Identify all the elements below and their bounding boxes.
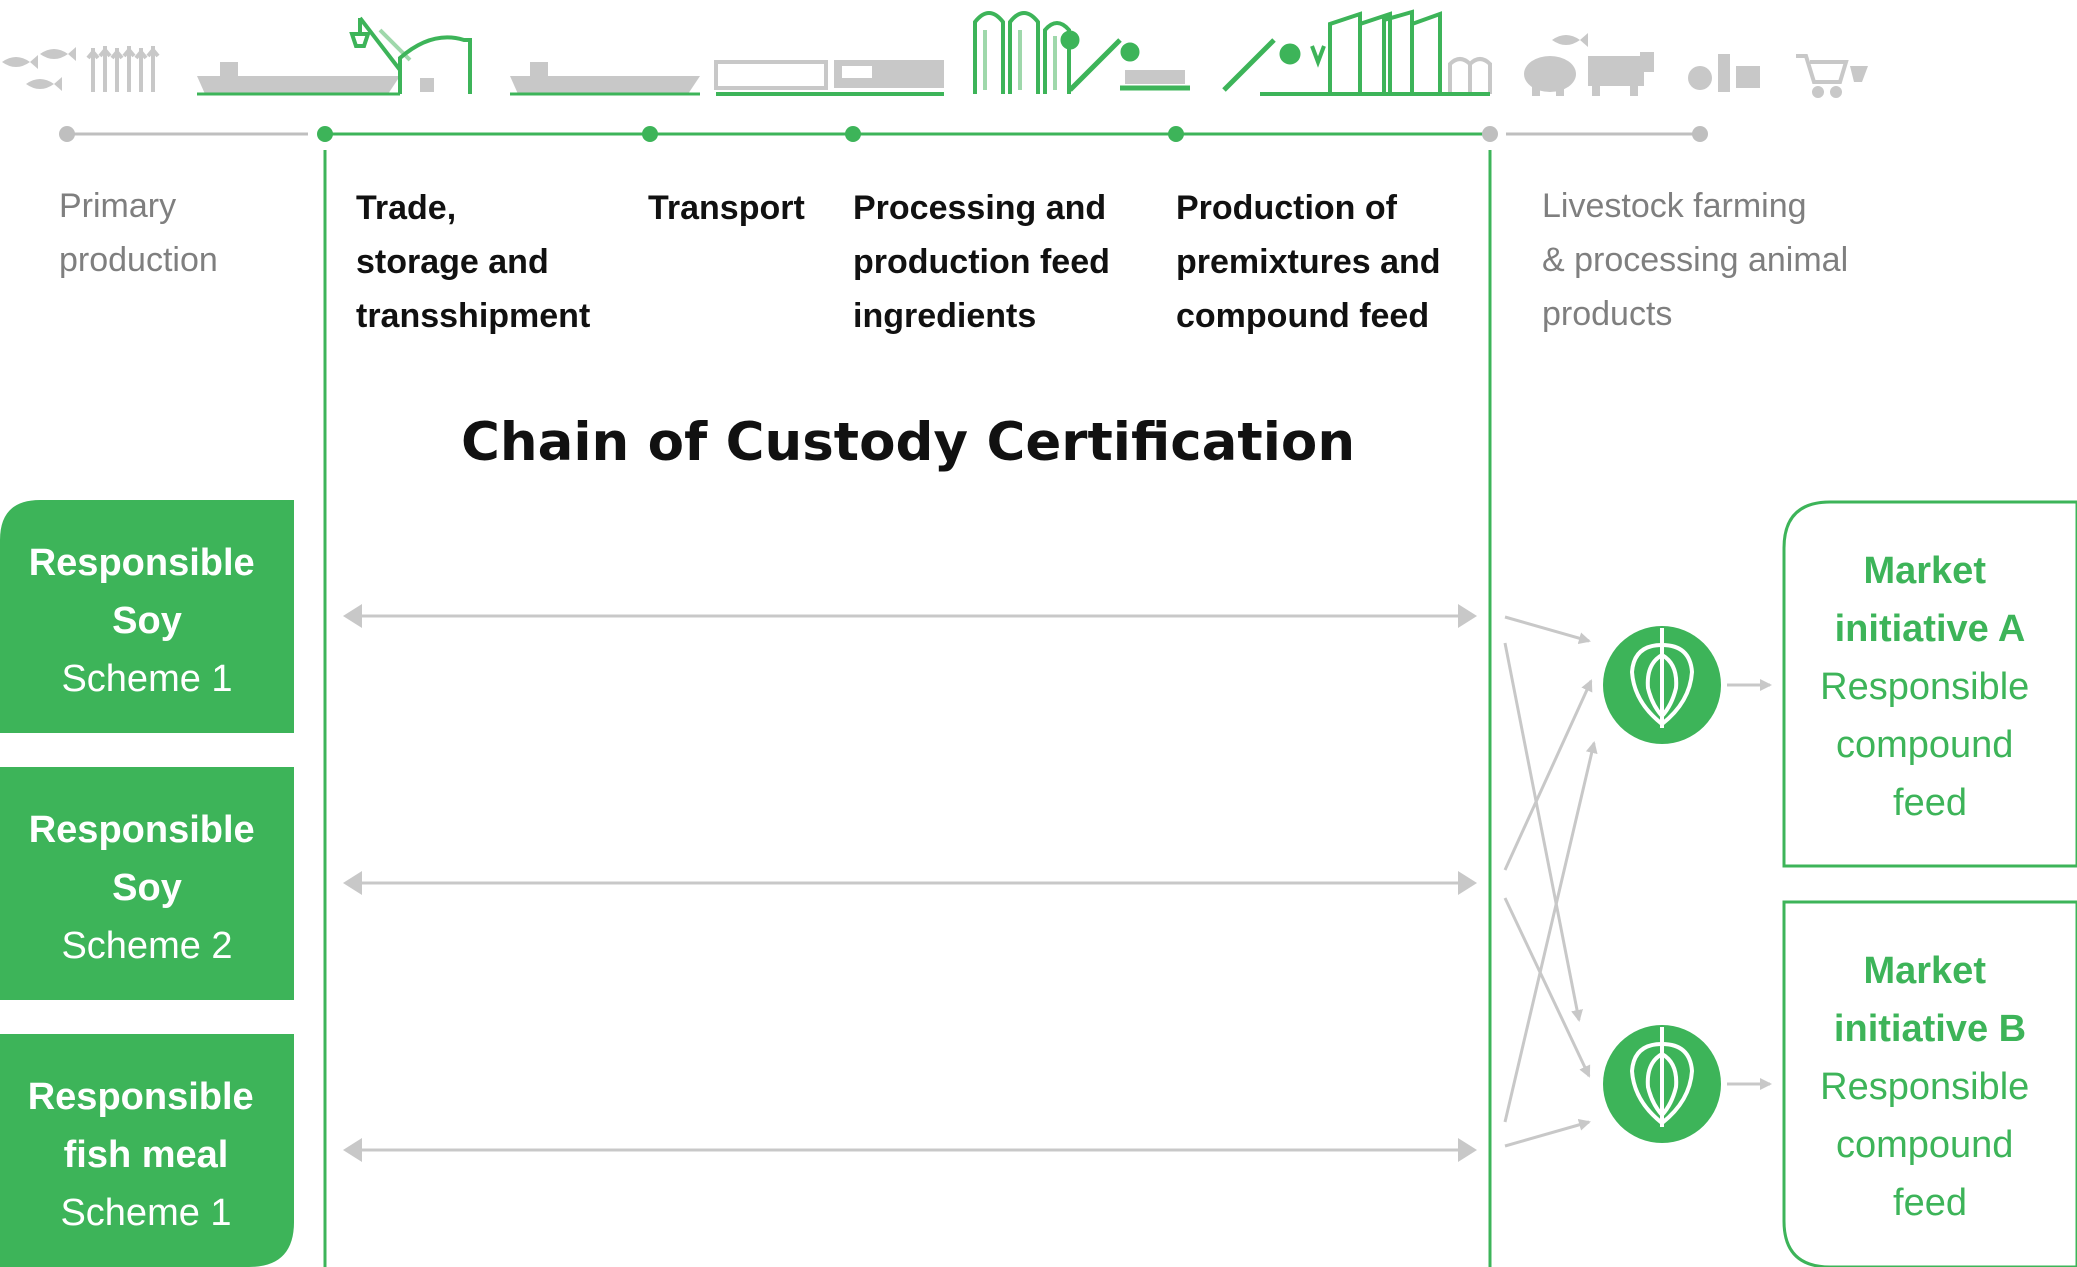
certification-shield-icon (1629, 628, 1695, 728)
cow-icon (1588, 52, 1654, 96)
diagram-title: Chain of Custody Certification (461, 412, 1355, 473)
timeline-node-trade (317, 126, 333, 142)
stage-label-transport: Transport (648, 189, 805, 227)
timeline-node-processing (845, 126, 861, 142)
connector-arrow (1504, 615, 1591, 645)
scheme-box (0, 767, 294, 1000)
factory-icon (1260, 9, 1492, 96)
dairy-products-icon (1688, 54, 1760, 92)
silo-icon (973, 11, 1071, 94)
warehouse-icon (398, 35, 472, 94)
supply-chain-timeline (59, 126, 1708, 142)
scheme-name: Responsible fish meal (28, 1076, 265, 1176)
trade-icons (197, 16, 472, 96)
processing-icons (973, 11, 1190, 94)
timeline-node-livestock (1482, 126, 1498, 142)
shopping-cart-icon (1796, 54, 1868, 98)
train-icon (714, 60, 944, 96)
timeline-node-transport (642, 126, 658, 142)
scheme-name: Responsible Soy (29, 809, 266, 909)
certification-hub (1603, 1025, 1721, 1143)
stage-label-production: Production of premixtures and compound f… (1176, 189, 1450, 335)
cargo-ship-icon (510, 62, 700, 96)
pig-icon (1524, 56, 1576, 96)
stage-label-livestock: Livestock farming & processing animal pr… (1542, 187, 1858, 333)
conveyor-icon (1060, 30, 1190, 92)
timeline-node-primary (59, 126, 75, 142)
scheme-name: Responsible Soy (29, 542, 266, 642)
market-name: Market initiative B (1834, 950, 2026, 1050)
market-name: Market initiative A (1835, 550, 2026, 650)
connector-arrow (1503, 679, 1593, 871)
scheme-sub: Scheme 1 (61, 658, 232, 700)
livestock-icons (1524, 33, 1868, 98)
cargo-ship-icon (197, 62, 400, 96)
custody-arrow (343, 1138, 1477, 1162)
custody-arrow (343, 871, 1477, 895)
primary-icons (2, 46, 160, 92)
scheme-box (0, 1034, 294, 1267)
market-sub: Responsible compound feed (1820, 666, 2040, 824)
timeline-node-end (1692, 126, 1708, 142)
scheme-sub: Scheme 1 (60, 1192, 231, 1234)
market-sub: Responsible compound feed (1820, 1066, 2040, 1224)
fish-icon (1552, 33, 1588, 47)
conveyor-icon (1222, 38, 1326, 92)
connector-arrow (1504, 1118, 1591, 1148)
market-box (1782, 500, 2077, 868)
connector-arrow (1503, 897, 1591, 1078)
stage-label-processing: Processing and production feed ingredien… (853, 189, 1119, 335)
market-box (1782, 900, 2077, 1267)
custody-arrow (343, 604, 1477, 628)
connector-arrows (1503, 615, 1772, 1148)
scheme-sub: Scheme 2 (61, 925, 232, 967)
stage-label-primary: Primary production (59, 187, 218, 279)
timeline-node-production (1168, 126, 1184, 142)
wheat-icon (86, 46, 160, 92)
scheme-box (0, 500, 294, 733)
stage-label-trade: Trade, storage and transshipment (356, 189, 590, 335)
transport-icons (510, 60, 944, 96)
certification-shield-icon (1629, 1027, 1695, 1127)
connector-arrow (1503, 741, 1598, 1123)
connector-arrow (1503, 642, 1583, 1022)
certification-hub (1603, 626, 1721, 744)
production-icons (1222, 9, 1492, 96)
fish-icon (2, 47, 76, 91)
